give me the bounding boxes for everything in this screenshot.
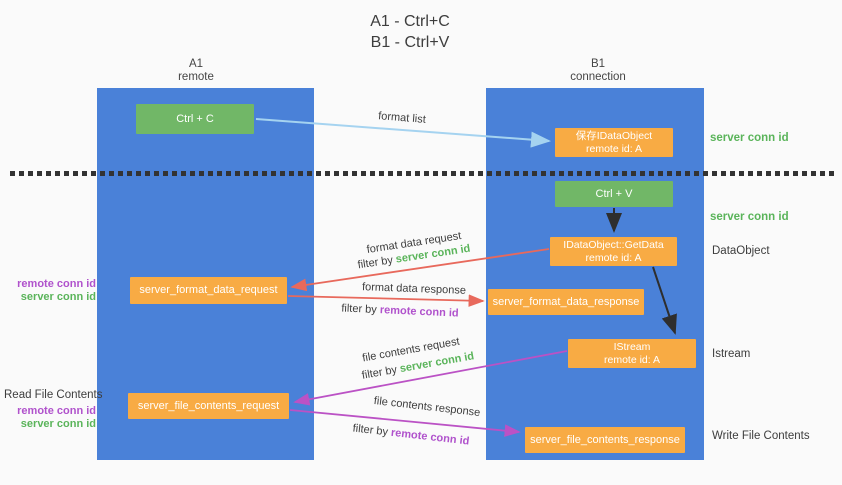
node-server-format-data-request: server_format_data_request (130, 277, 287, 304)
label-block-file-conn-ids: Read File Contents remote conn id server… (4, 389, 103, 431)
node-save-dataobject-line2: remote id: A (585, 142, 643, 155)
node-istream-line1: IStream (613, 340, 651, 353)
lane-header-a1: A1 remote (136, 58, 256, 84)
label-file-server-conn-id: server conn id (20, 418, 96, 430)
node-file-request-label: server_file_contents_request (137, 399, 280, 412)
diagram-title: A1 - Ctrl+C B1 - Ctrl+V (0, 11, 820, 53)
label-istream: Istream (712, 348, 751, 360)
filter-by-text: filter by (341, 302, 381, 317)
node-server-format-data-response: server_format_data_response (488, 289, 644, 315)
node-server-file-contents-response: server_file_contents_response (525, 427, 685, 453)
node-istream-line2: remote id: A (603, 353, 661, 366)
node-format-response-label: server_format_data_response (492, 295, 640, 308)
lane-a1-subtitle: remote (178, 71, 214, 83)
label-file-remote-conn-id: remote conn id (17, 405, 96, 417)
lane-a1-name: A1 (188, 58, 204, 70)
node-save-dataobject-line1: 保存IDataObject (575, 129, 653, 142)
label-server-conn-id-mid: server conn id (710, 211, 789, 223)
lane-b1-subtitle: connection (570, 71, 626, 83)
node-getdata-line1: IDataObject::GetData (563, 238, 664, 251)
lane-b1-name: B1 (590, 58, 606, 70)
label-server-conn-id-top: server conn id (710, 132, 789, 144)
filter-by-text: filter by (356, 253, 397, 272)
caption-format-data-response: format data response (361, 281, 467, 297)
node-getdata: IDataObject::GetData remote id: A (550, 237, 677, 266)
caption-format-list: format list (377, 110, 427, 126)
node-ctrl-c-label: Ctrl + C (176, 112, 214, 125)
node-ctrl-c: Ctrl + C (136, 104, 254, 134)
node-save-dataobject: 保存IDataObject remote id: A (555, 128, 673, 157)
label-format-server-conn-id: server conn id (20, 291, 96, 303)
node-ctrl-v: Ctrl + V (555, 181, 673, 207)
node-server-file-contents-request: server_file_contents_request (128, 393, 289, 419)
node-ctrl-v-label: Ctrl + V (595, 187, 633, 200)
node-file-response-label: server_file_contents_response (530, 433, 680, 446)
session-separator-line (10, 171, 836, 176)
filter-key-remote-conn-id: remote conn id (390, 426, 470, 448)
filter-by-text: filter by (360, 363, 401, 382)
filter-by-text: filter by (352, 422, 392, 439)
title-line-2: B1 - Ctrl+V (370, 34, 450, 51)
arrow-format-data-response (287, 294, 485, 307)
filter-key-remote-conn-id: remote conn id (379, 304, 459, 320)
node-format-request-label: server_format_data_request (139, 284, 278, 296)
label-format-remote-conn-id: remote conn id (17, 278, 96, 290)
node-getdata-line2: remote id: A (585, 251, 642, 264)
label-block-format-conn-ids: remote conn id server conn id (4, 278, 96, 304)
caption-file-contents-response: file contents response (373, 394, 481, 420)
caption-filter-remote-conn-2: filter by remote conn id (352, 422, 470, 447)
label-read-file-contents: Read File Contents (4, 389, 103, 401)
title-line-1: A1 - Ctrl+C (370, 13, 450, 30)
label-dataobject: DataObject (712, 245, 770, 257)
caption-filter-remote-conn-1: filter by remote conn id (341, 302, 459, 319)
node-istream: IStream remote id: A (568, 339, 696, 368)
label-write-file-contents: Write File Contents (712, 430, 810, 442)
lane-header-b1: B1 connection (538, 58, 658, 84)
